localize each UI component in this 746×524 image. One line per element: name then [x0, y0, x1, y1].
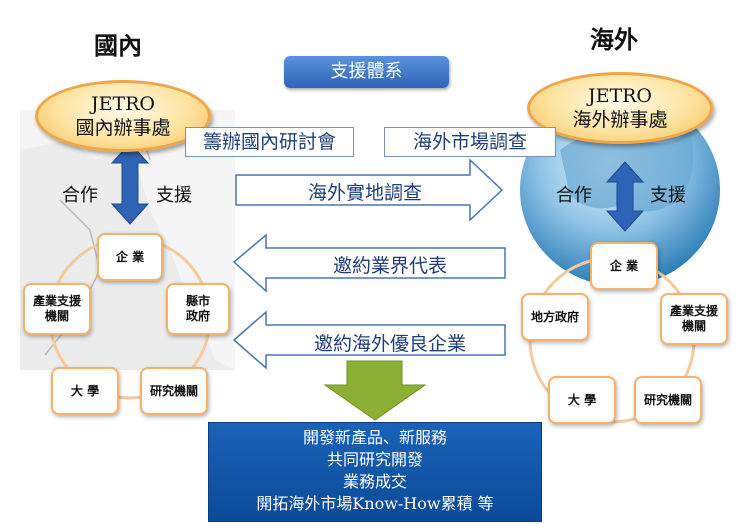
overseas-industry-support-line1: 產業支援: [669, 304, 718, 318]
overseas-support-label: 支援: [650, 185, 686, 206]
jetro-overseas-oval: JETRO 海外辦事處: [527, 72, 713, 144]
domestic-node-university: 大 學: [51, 367, 119, 415]
domestic-industry-support-line2: 機關: [44, 309, 69, 323]
overseas-node-research: 研究機關: [634, 376, 702, 424]
domestic-node-local-gov: 縣市 政府: [166, 283, 230, 335]
overseas-cooperate-label: 合作: [556, 185, 592, 206]
jetro-domestic-line2: 國內辦事處: [75, 117, 171, 139]
overseas-node-university: 大 學: [548, 376, 616, 424]
jetro-overseas-line1: JETRO: [587, 85, 653, 107]
invite-companies-text: 邀約海外優良企業: [313, 333, 466, 355]
domestic-local-gov-line2: 政府: [185, 309, 210, 323]
domestic-title: 國內: [94, 31, 142, 60]
support-system-label: 支援體系: [284, 56, 449, 88]
result-line-3: 業務成交: [342, 472, 407, 491]
seminar-label: 籌辦國內研討會: [185, 127, 354, 157]
invite-companies-arrow: [232, 310, 506, 370]
results-box: 開發新產品、新服務 共同研究開發 業務成交 開拓海外市場Know-How累積 等: [208, 422, 542, 522]
green-down-arrow: [323, 360, 427, 421]
domestic-support-label: 支援: [156, 185, 192, 206]
result-line-1: 開發新產品、新服務: [302, 428, 447, 447]
overseas-title: 海外: [590, 25, 638, 54]
jetro-domestic-oval: JETRO 國內辦事處: [35, 80, 211, 152]
market-survey-label: 海外市場調查: [384, 127, 556, 157]
domestic-node-research: 研究機關: [140, 367, 208, 415]
overseas-node-local-gov: 地方政府: [521, 293, 589, 341]
invite-industry-arrow: [232, 233, 506, 293]
result-line-4: 開拓海外市場Know-How累積 等: [256, 494, 494, 513]
domestic-node-industry-support: 產業支援 機關: [23, 283, 91, 335]
jetro-overseas-line2: 海外辦事處: [572, 109, 668, 131]
jetro-domestic-line1: JETRO: [90, 93, 156, 115]
domestic-cooperate-label: 合作: [62, 185, 98, 206]
overseas-industry-support-line2: 機關: [681, 319, 706, 333]
domestic-local-gov-line1: 縣市: [185, 294, 210, 308]
field-survey-text: 海外實地調查: [307, 182, 422, 204]
domestic-industry-support-line1: 產業支援: [32, 294, 81, 308]
result-line-2: 共同研究開發: [326, 450, 423, 469]
overseas-node-industry-support: 產業支援 機關: [660, 293, 728, 345]
domestic-updown-arrow: [110, 142, 150, 225]
field-survey-arrow: [235, 158, 504, 222]
invite-industry-text: 邀約業界代表: [332, 255, 447, 277]
overseas-updown-arrow: [605, 161, 645, 232]
overseas-node-enterprise: 企 業: [590, 242, 658, 290]
domestic-node-enterprise: 企 業: [97, 233, 163, 281]
